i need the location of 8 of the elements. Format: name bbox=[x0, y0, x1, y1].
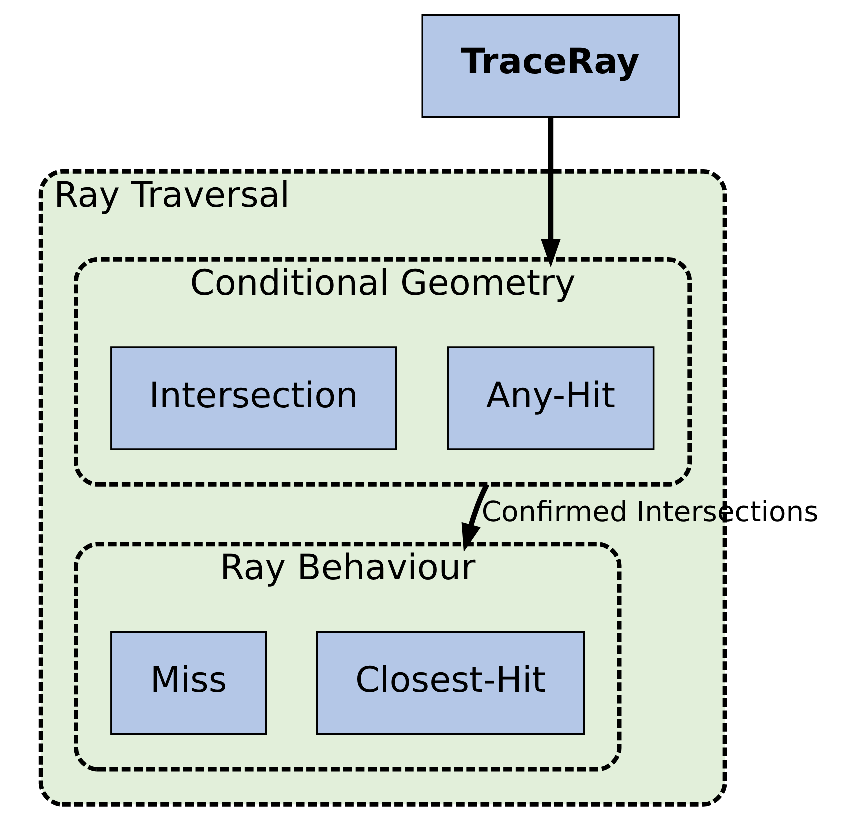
node-box: Closest-Hit bbox=[316, 632, 585, 736]
node-box: TraceRay bbox=[421, 14, 680, 118]
arrow bbox=[540, 118, 560, 268]
node-box: Intersection bbox=[110, 346, 397, 450]
node-box: Any-Hit bbox=[446, 346, 654, 450]
node-box: Miss bbox=[110, 632, 267, 736]
edge-label: Confirmed Intersections bbox=[481, 495, 818, 528]
arrow bbox=[461, 483, 490, 552]
